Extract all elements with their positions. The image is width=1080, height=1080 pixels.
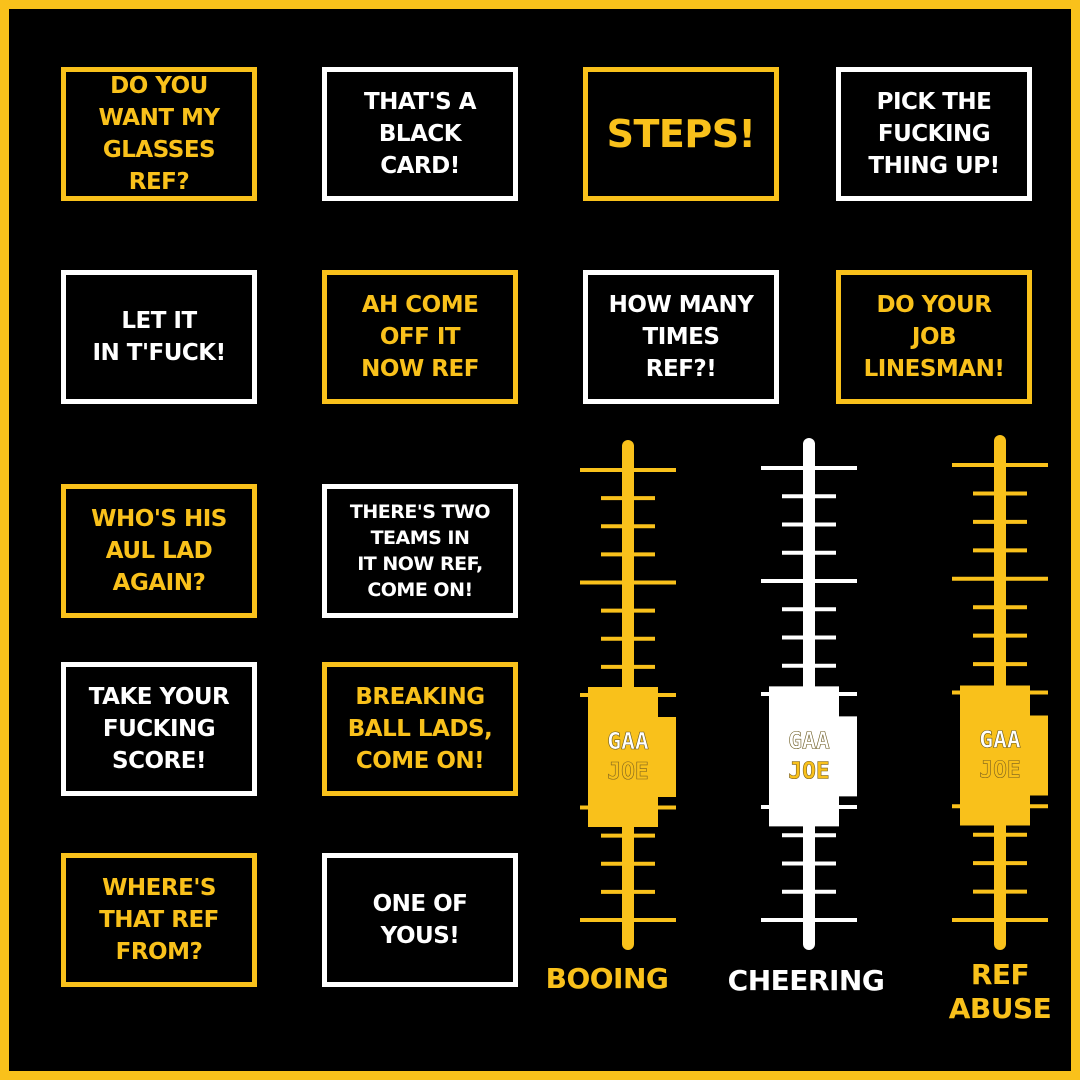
card-black-card: THAT'S A BLACK CARD!	[322, 67, 518, 201]
knob-logo-line2: JOE	[607, 759, 649, 785]
card-how-many-times: HOW MANY TIMES REF?!	[583, 270, 779, 404]
booing-label: BOOING	[545, 962, 669, 995]
cheering-meter[interactable]: GAA JOE	[754, 438, 864, 950]
fader-graphic: GAA JOE	[952, 435, 1048, 950]
card-text: ONE OF YOUS!	[372, 891, 468, 949]
knob-logo-line1: GAA	[979, 728, 1021, 754]
card-text: DO YOUR JOB LINESMAN!	[863, 292, 1005, 382]
knob-logo-line1: GAA	[788, 728, 830, 754]
card-text: THERE'S TWO TEAMS IN IT NOW REF, COME ON…	[349, 501, 491, 601]
knob-logo-line2: JOE	[788, 758, 830, 784]
ref-abuse-meter[interactable]: GAA JOE	[945, 435, 1055, 950]
knob-logo-line1: GAA	[607, 729, 649, 755]
card-steps: STEPS!	[583, 67, 779, 201]
card-text: STEPS!	[606, 112, 756, 156]
card-linesman: DO YOUR JOB LINESMAN!	[836, 270, 1032, 404]
fader-knob[interactable]	[588, 687, 676, 827]
fader-knob[interactable]	[769, 686, 857, 827]
card-one-of-yous: ONE OF YOUS!	[322, 853, 518, 987]
fader-knob[interactable]	[960, 685, 1048, 826]
fader-graphic: GAA JOE	[580, 440, 676, 950]
cheering-label: CHEERING	[727, 964, 885, 997]
card-text: PICK THE FUCKING THING UP!	[868, 89, 1000, 179]
fader-graphic: GAA JOE	[761, 438, 857, 950]
card-aul-lad: WHO'S HIS AUL LAD AGAIN?	[61, 484, 257, 618]
ref-abuse-label: REF ABUSE	[948, 958, 1052, 1025]
card-text: AH COME OFF IT NOW REF	[361, 292, 479, 382]
knob-logo-line2: JOE	[979, 758, 1021, 784]
card-text: WHERE'S THAT REF FROM?	[99, 875, 219, 965]
card-text: TAKE YOUR FUCKING SCORE!	[88, 684, 230, 774]
card-text: BREAKING BALL LADS, COME ON!	[347, 684, 493, 774]
card-text: DO YOU WANT MY GLASSES REF?	[98, 73, 220, 195]
card-text: HOW MANY TIMES REF?!	[608, 292, 754, 382]
card-breaking-ball: BREAKING BALL LADS, COME ON!	[322, 662, 518, 796]
card-text: THAT'S A BLACK CARD!	[363, 89, 477, 179]
card-text: WHO'S HIS AUL LAD AGAIN?	[91, 506, 227, 596]
card-take-score: TAKE YOUR FUCKING SCORE!	[61, 662, 257, 796]
card-come-off-it: AH COME OFF IT NOW REF	[322, 270, 518, 404]
card-pick-up: PICK THE FUCKING THING UP!	[836, 67, 1032, 201]
card-two-teams: THERE'S TWO TEAMS IN IT NOW REF, COME ON…	[322, 484, 518, 618]
booing-meter[interactable]: GAA JOE	[573, 440, 683, 950]
card-glasses: DO YOU WANT MY GLASSES REF?	[61, 67, 257, 201]
card-text: LET IT IN T'FUCK!	[92, 308, 226, 366]
card-ref-from: WHERE'S THAT REF FROM?	[61, 853, 257, 987]
card-let-it-in: LET IT IN T'FUCK!	[61, 270, 257, 404]
